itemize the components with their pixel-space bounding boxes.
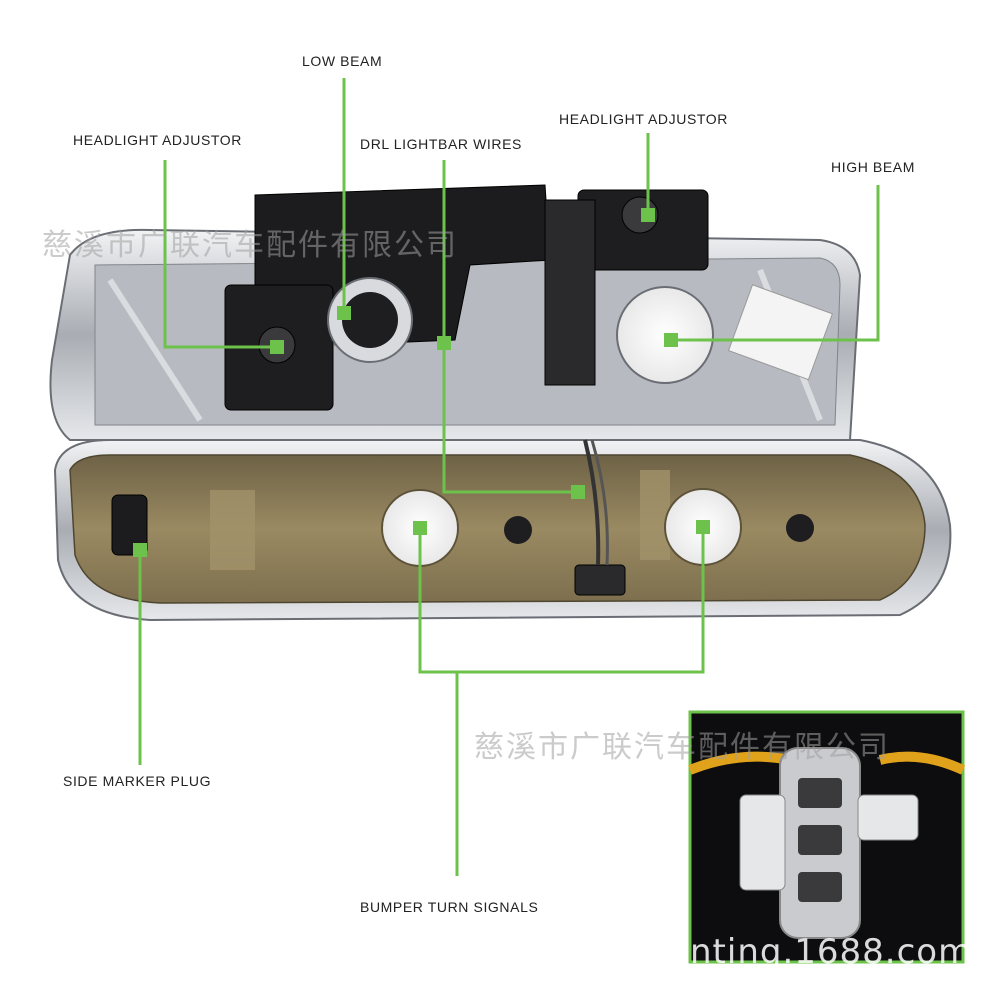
callout-line-drl-wires [442,160,578,494]
callout-line-headlight-adjustor-left [163,160,277,349]
marker-turn-signal-right [696,520,710,534]
marker-drl-wires [437,336,451,350]
marker-side-marker [133,543,147,557]
drl-connector-inset [688,710,966,964]
label-bumper-turn-signals: BUMPER TURN SIGNALS [360,899,539,915]
marker-high-beam [664,333,678,347]
marker-headlight-adjustor-left [270,340,284,354]
label-low-beam: LOW BEAM [302,53,383,69]
site-watermark: nting.1688.com [690,932,973,972]
callout-lines [138,78,880,876]
marker-headlight-adjustor-right [641,208,655,222]
company-watermark-bottom: 慈溪市广联汽车配件有限公司 [474,730,890,765]
company-watermark-top: 慈溪市广联汽车配件有限公司 [42,228,458,263]
callout-markers [133,208,710,557]
label-drl-lightbar-wires: DRL LIGHTBAR WIRES [360,136,522,152]
callout-line-high-beam [671,185,880,342]
marker-turn-signal-left [413,521,427,535]
bumper-signal-housing [53,439,952,622]
callout-line-turn-signals [418,528,705,674]
label-headlight-adjustor-left: HEADLIGHT ADJUSTOR [73,132,242,148]
label-high-beam: HIGH BEAM [831,159,915,175]
marker-low-beam [337,306,351,320]
label-side-marker-plug: SIDE MARKER PLUG [63,773,212,789]
marker-drl-connector [571,485,585,499]
label-headlight-adjustor-right: HEADLIGHT ADJUSTOR [559,111,728,127]
